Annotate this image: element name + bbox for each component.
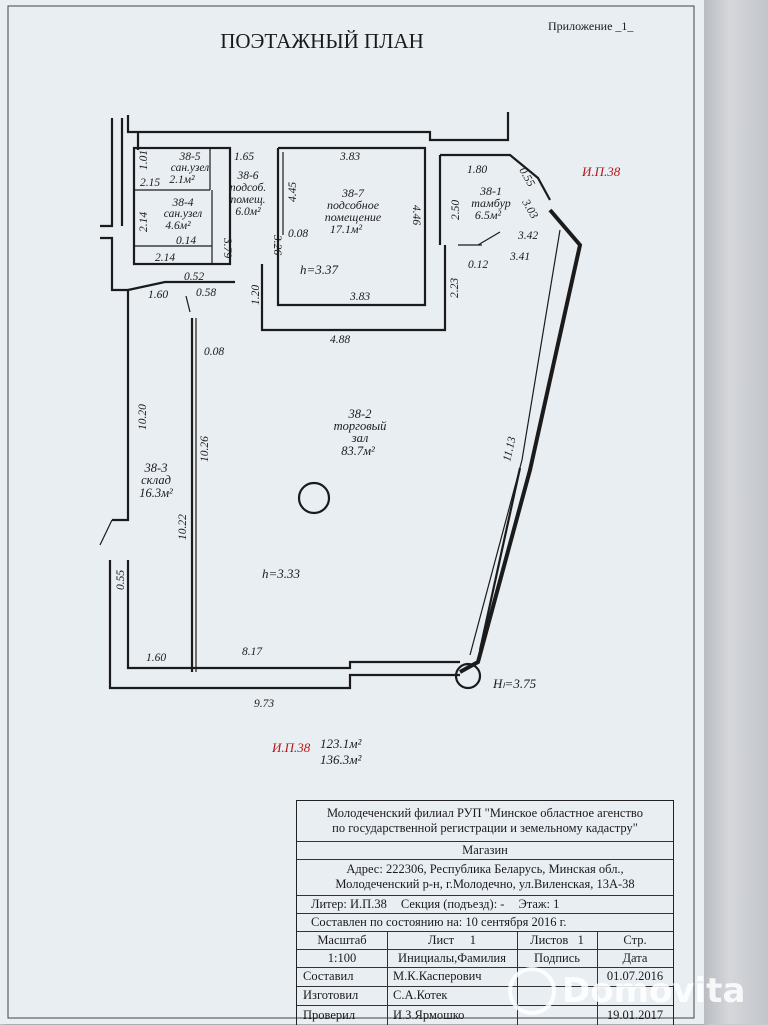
room-38-7-area: 17.1м²	[330, 222, 363, 236]
appendix-label: Приложение _1_	[548, 19, 634, 33]
svg-text:10.22: 10.22	[177, 514, 189, 540]
svg-text:3.42: 3.42	[517, 230, 538, 242]
section: Секция (подъезд): -	[400, 896, 505, 911]
liter: Литер: И.П.38	[311, 896, 387, 911]
stamp-columns-row: 1:100 Инициалы,Фамилия Подпись Дата	[297, 949, 673, 968]
room-38-2-name2: зал	[351, 431, 369, 445]
room-38-6-name2: помещ.	[230, 194, 265, 206]
svg-text:8.17: 8.17	[242, 646, 263, 658]
state-date: Составлен по состоянию на: 10 сентября 2…	[311, 914, 567, 929]
address-line-2: Молодеченский р-н, г.Молодечно, ул.Вилен…	[335, 877, 635, 891]
room-38-2-area: 83.7м²	[341, 444, 375, 458]
svg-text:3.79: 3.79	[221, 237, 233, 258]
room-38-1-area: 6.5м²	[475, 208, 502, 222]
watermark: Domovita	[508, 966, 768, 1016]
room-38-5-id: 38-5	[178, 151, 200, 163]
title-block: Молодеченский филиал РУП "Минское област…	[296, 800, 674, 1025]
room-38-3-id: 38-3	[144, 461, 168, 475]
svg-text:2.50: 2.50	[450, 200, 462, 220]
svg-text:3.83: 3.83	[339, 151, 360, 163]
room-38-1-id: 38-1	[479, 184, 502, 198]
svg-text:10.20: 10.20	[137, 404, 149, 430]
plan-sheet: Приложение _1_ ПОЭТАЖНЫЙ ПЛАН И.П.38 38-…	[0, 0, 704, 1025]
svg-text:3.26: 3.26	[271, 234, 283, 255]
room-labels: 38-5 сан.узел 2.1м² 38-4 сан.узел 4.6м² …	[139, 151, 511, 500]
room-38-1-name: тамбур	[471, 196, 511, 210]
svg-text:4.88: 4.88	[330, 334, 350, 346]
svg-text:4.45: 4.45	[287, 182, 299, 202]
room-38-3-name: склад	[141, 473, 171, 487]
object-name: Магазин	[462, 842, 508, 857]
plan-walls	[99, 112, 583, 690]
svg-text:0.14: 0.14	[176, 235, 196, 247]
svg-text:1.60: 1.60	[146, 652, 166, 664]
org-line-1: Молодеченский филиал РУП "Минское област…	[327, 806, 643, 820]
room-38-4-id: 38-4	[171, 197, 193, 209]
inventory-code: И.П.38	[581, 164, 621, 179]
svg-text:10.26: 10.26	[199, 436, 211, 462]
height-label-2: h=3.33	[262, 566, 301, 581]
svg-text:0.08: 0.08	[288, 228, 308, 240]
room-38-7-name2: помещение	[325, 210, 382, 224]
watermark-text: Domovita	[562, 971, 746, 1011]
svg-text:1.01: 1.01	[138, 150, 150, 170]
svg-text:2.23: 2.23	[449, 278, 461, 298]
room-38-3-area: 16.3м²	[139, 486, 173, 500]
room-38-6-id: 38-6	[236, 170, 258, 182]
watermark-logo-icon	[508, 967, 556, 1015]
dimension-labels: 1.01 2.15 1.65 3.83 1.80 0.55 3.03 4.45 …	[115, 150, 540, 710]
svg-text:2.15: 2.15	[140, 177, 160, 189]
page-frame	[7, 5, 695, 1019]
svg-text:0.08: 0.08	[204, 346, 224, 358]
page-title: ПОЭТАЖНЫЙ ПЛАН	[220, 29, 424, 53]
stamp-row-checked: Проверил И.З.Ярмошко 19.01.2017	[297, 1005, 673, 1025]
org-line-2: по государственной регистрации и земельн…	[332, 821, 638, 835]
height-label-3: Hₗ=3.75	[492, 676, 537, 691]
svg-text:9.73: 9.73	[254, 698, 274, 710]
svg-text:1.20: 1.20	[250, 285, 262, 305]
svg-text:0.12: 0.12	[468, 259, 488, 271]
svg-text:2.14: 2.14	[155, 252, 175, 264]
svg-text:3.41: 3.41	[509, 251, 530, 263]
svg-text:1.65: 1.65	[234, 151, 254, 163]
room-38-5-name: сан.узел	[171, 162, 209, 174]
svg-text:0.52: 0.52	[184, 271, 204, 283]
svg-text:0.58: 0.58	[196, 287, 216, 299]
total-area-2: 136.3м²	[320, 752, 363, 767]
svg-text:4.46: 4.46	[410, 205, 422, 225]
room-38-4-area: 4.6м²	[165, 220, 191, 232]
address-line-1: Адрес: 222306, Республика Беларусь, Минс…	[346, 862, 624, 876]
stamp-header-row: Масштаб Лист 1 Листов 1 Стр.	[297, 931, 673, 950]
svg-text:0.55: 0.55	[516, 166, 537, 190]
stamp-row-made: Изготовил С.А.Котек	[297, 986, 673, 1006]
room-38-4-name: сан.узел	[164, 208, 202, 220]
room-38-2-id: 38-2	[348, 407, 372, 421]
height-label-1: h=3.37	[300, 262, 339, 277]
room-38-6-name1: подсоб.	[230, 182, 266, 194]
floor-plan-drawing: Приложение _1_ ПОЭТАЖНЫЙ ПЛАН И.П.38 38-…	[7, 5, 695, 1019]
room-38-6-area: 6.0м²	[235, 206, 261, 218]
inventory-code-bottom: И.П.38	[271, 740, 311, 755]
svg-text:0.55: 0.55	[115, 570, 127, 590]
svg-text:2.14: 2.14	[138, 212, 150, 232]
svg-text:3.83: 3.83	[349, 291, 370, 303]
svg-text:11.13: 11.13	[501, 435, 518, 462]
room-38-5-area: 2.1м²	[169, 174, 195, 186]
svg-text:1.80: 1.80	[467, 164, 487, 176]
page-edge-background	[704, 0, 768, 1024]
floor: Этаж: 1	[518, 896, 560, 911]
total-area-1: 123.1м²	[320, 736, 363, 751]
svg-text:3.03: 3.03	[519, 197, 540, 222]
room-38-7-name1: подсобное	[327, 198, 380, 212]
room-38-2-name1: торговый	[334, 419, 388, 433]
stamp-row-compiled: Составил М.К.Касперович 01.07.2016	[297, 967, 673, 987]
svg-text:1.60: 1.60	[148, 289, 168, 301]
room-38-7-id: 38-7	[341, 186, 365, 200]
